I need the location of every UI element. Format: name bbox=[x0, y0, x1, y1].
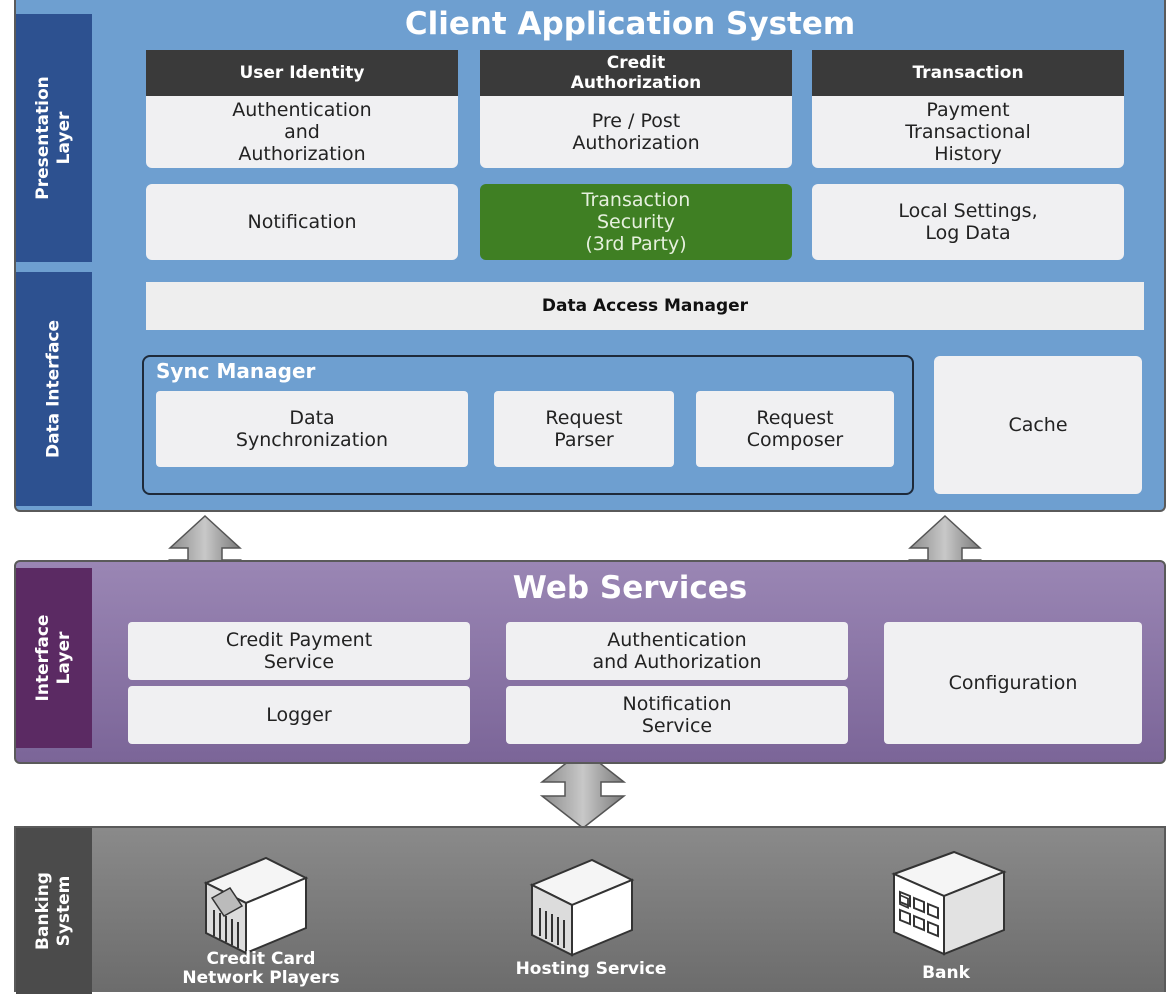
pre-post-authorization-box: Pre / Post Authorization bbox=[480, 96, 792, 168]
web-services-system: Interface Layer Web Services Credit Paym… bbox=[14, 560, 1166, 764]
request-parser-box: Request Parser bbox=[494, 391, 674, 467]
data-synchronization-box: Data Synchronization bbox=[156, 391, 468, 467]
sync-manager-group: Sync Manager Data Synchronization Reques… bbox=[142, 355, 914, 495]
hosting-service-label: Hosting Service bbox=[515, 959, 667, 979]
authentication-authorization-box: Authentication and Authorization bbox=[146, 96, 458, 168]
data-interface-label: Data Interface bbox=[16, 272, 92, 506]
bank-label: Bank bbox=[922, 963, 970, 983]
hosting-service-building-icon bbox=[529, 858, 635, 957]
web-auth-box: Authentication and Authorization bbox=[506, 622, 848, 680]
configuration-box: Configuration bbox=[884, 622, 1142, 744]
header-credit-authorization: Credit Authorization bbox=[480, 50, 792, 96]
request-composer-box: Request Composer bbox=[696, 391, 894, 467]
credit-card-building-icon bbox=[203, 856, 309, 955]
notification-box: Notification bbox=[146, 184, 458, 260]
header-transaction: Transaction bbox=[812, 50, 1124, 96]
sync-manager-title: Sync Manager bbox=[156, 359, 316, 383]
bank-building-icon bbox=[891, 850, 1007, 956]
cache-box: Cache bbox=[934, 356, 1142, 494]
notification-service-box: Notification Service bbox=[506, 686, 848, 744]
credit-card-network-label: Credit Card Network Players bbox=[182, 949, 340, 988]
presentation-layer-label: Presentation Layer bbox=[16, 14, 92, 262]
interface-layer-label: Interface Layer bbox=[16, 568, 92, 748]
transaction-security-box: Transaction Security (3rd Party) bbox=[480, 184, 792, 260]
web-services-title: Web Services bbox=[512, 570, 748, 606]
local-settings-box: Local Settings, Log Data bbox=[812, 184, 1124, 260]
client-application-title: Client Application System bbox=[404, 6, 856, 42]
client-application-system: Presentation Layer Data Interface Client… bbox=[14, 0, 1166, 512]
credit-payment-service-box: Credit Payment Service bbox=[128, 622, 470, 680]
header-user-identity: User Identity bbox=[146, 50, 458, 96]
banking-system-label: Banking System bbox=[16, 828, 92, 994]
logger-box: Logger bbox=[128, 686, 470, 744]
banking-system: Banking System bbox=[14, 826, 1166, 994]
data-access-manager-bar: Data Access Manager bbox=[146, 282, 1144, 330]
payment-history-box: Payment Transactional History bbox=[812, 96, 1124, 168]
